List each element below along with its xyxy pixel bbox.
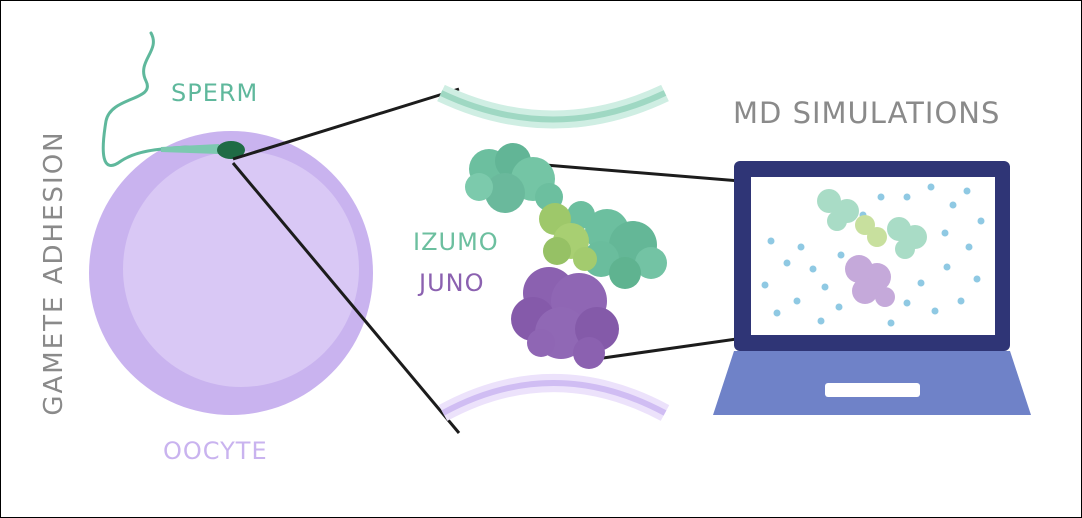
solvent-dots bbox=[761, 183, 985, 327]
laptop bbox=[713, 161, 1031, 415]
izumo-protein bbox=[465, 143, 667, 289]
side-title: GAMETE ADHESION bbox=[39, 130, 69, 416]
sperm-cell bbox=[101, 31, 245, 167]
sperm-membrane-arc bbox=[437, 84, 669, 129]
laptop-screen-content bbox=[761, 183, 985, 327]
mini-juno bbox=[845, 255, 895, 307]
oocyte-cell bbox=[89, 131, 373, 415]
juno-protein bbox=[511, 267, 619, 369]
md-simulations-title: MD SIMULATIONS bbox=[733, 96, 1001, 130]
mini-hinge bbox=[855, 215, 887, 247]
mini-izumo bbox=[817, 189, 927, 259]
sperm-label: SPERM bbox=[171, 79, 259, 107]
juno-label: JUNO bbox=[419, 269, 485, 297]
izumo-label: IZUMO bbox=[413, 228, 499, 256]
oocyte-label: OOCYTE bbox=[163, 437, 268, 465]
izumo-hinge bbox=[539, 203, 597, 271]
oocyte-membrane-arc bbox=[438, 374, 670, 421]
